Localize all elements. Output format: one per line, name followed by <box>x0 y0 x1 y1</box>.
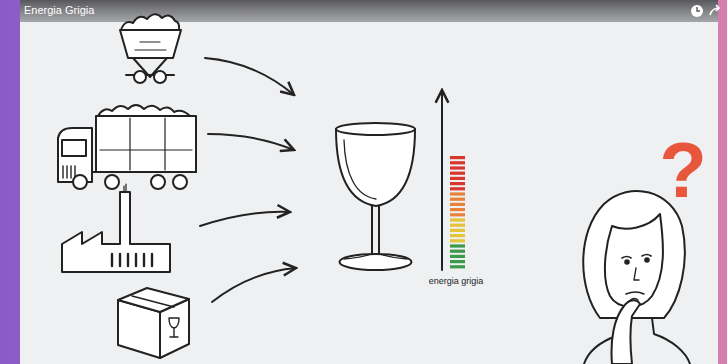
gauge-bar <box>450 250 465 253</box>
gauge-bar <box>450 234 465 237</box>
gauge-bar <box>450 208 465 211</box>
title-bar <box>20 0 718 22</box>
mining-cart <box>120 14 181 83</box>
wine-glass <box>336 123 415 270</box>
cardboard-box <box>118 288 189 358</box>
flow-arrows <box>200 58 296 302</box>
truck <box>58 105 196 189</box>
gauge-bar <box>450 156 465 159</box>
thinking-woman <box>583 191 690 364</box>
gauge-bar <box>450 213 465 216</box>
gauge-bar <box>450 198 465 201</box>
gauge-bar <box>450 265 465 268</box>
gauge-bar <box>450 187 465 190</box>
question-mark: ? <box>648 128 718 214</box>
gauge-bar <box>450 172 465 175</box>
player-icons <box>691 5 719 17</box>
gauge-bar <box>450 161 465 164</box>
gauge-axis <box>441 90 443 270</box>
gauge-bar <box>450 192 465 195</box>
gauge-bar <box>450 239 465 242</box>
gauge-bar <box>450 255 465 258</box>
energy-gauge <box>450 156 465 268</box>
gauge-bar <box>450 224 465 227</box>
gauge-bar <box>450 260 465 263</box>
gauge-bar <box>450 182 465 185</box>
gauge-bar <box>450 229 465 232</box>
gauge-bar <box>450 244 465 247</box>
factory <box>62 184 170 272</box>
gauge-bar <box>450 203 465 206</box>
panel <box>20 0 718 364</box>
gauge-bar <box>450 166 465 169</box>
gauge-bar <box>450 177 465 180</box>
video-title: Energia Grigia <box>24 4 224 16</box>
gauge-label: energia grigia <box>418 277 494 287</box>
gauge-bar <box>450 218 465 221</box>
